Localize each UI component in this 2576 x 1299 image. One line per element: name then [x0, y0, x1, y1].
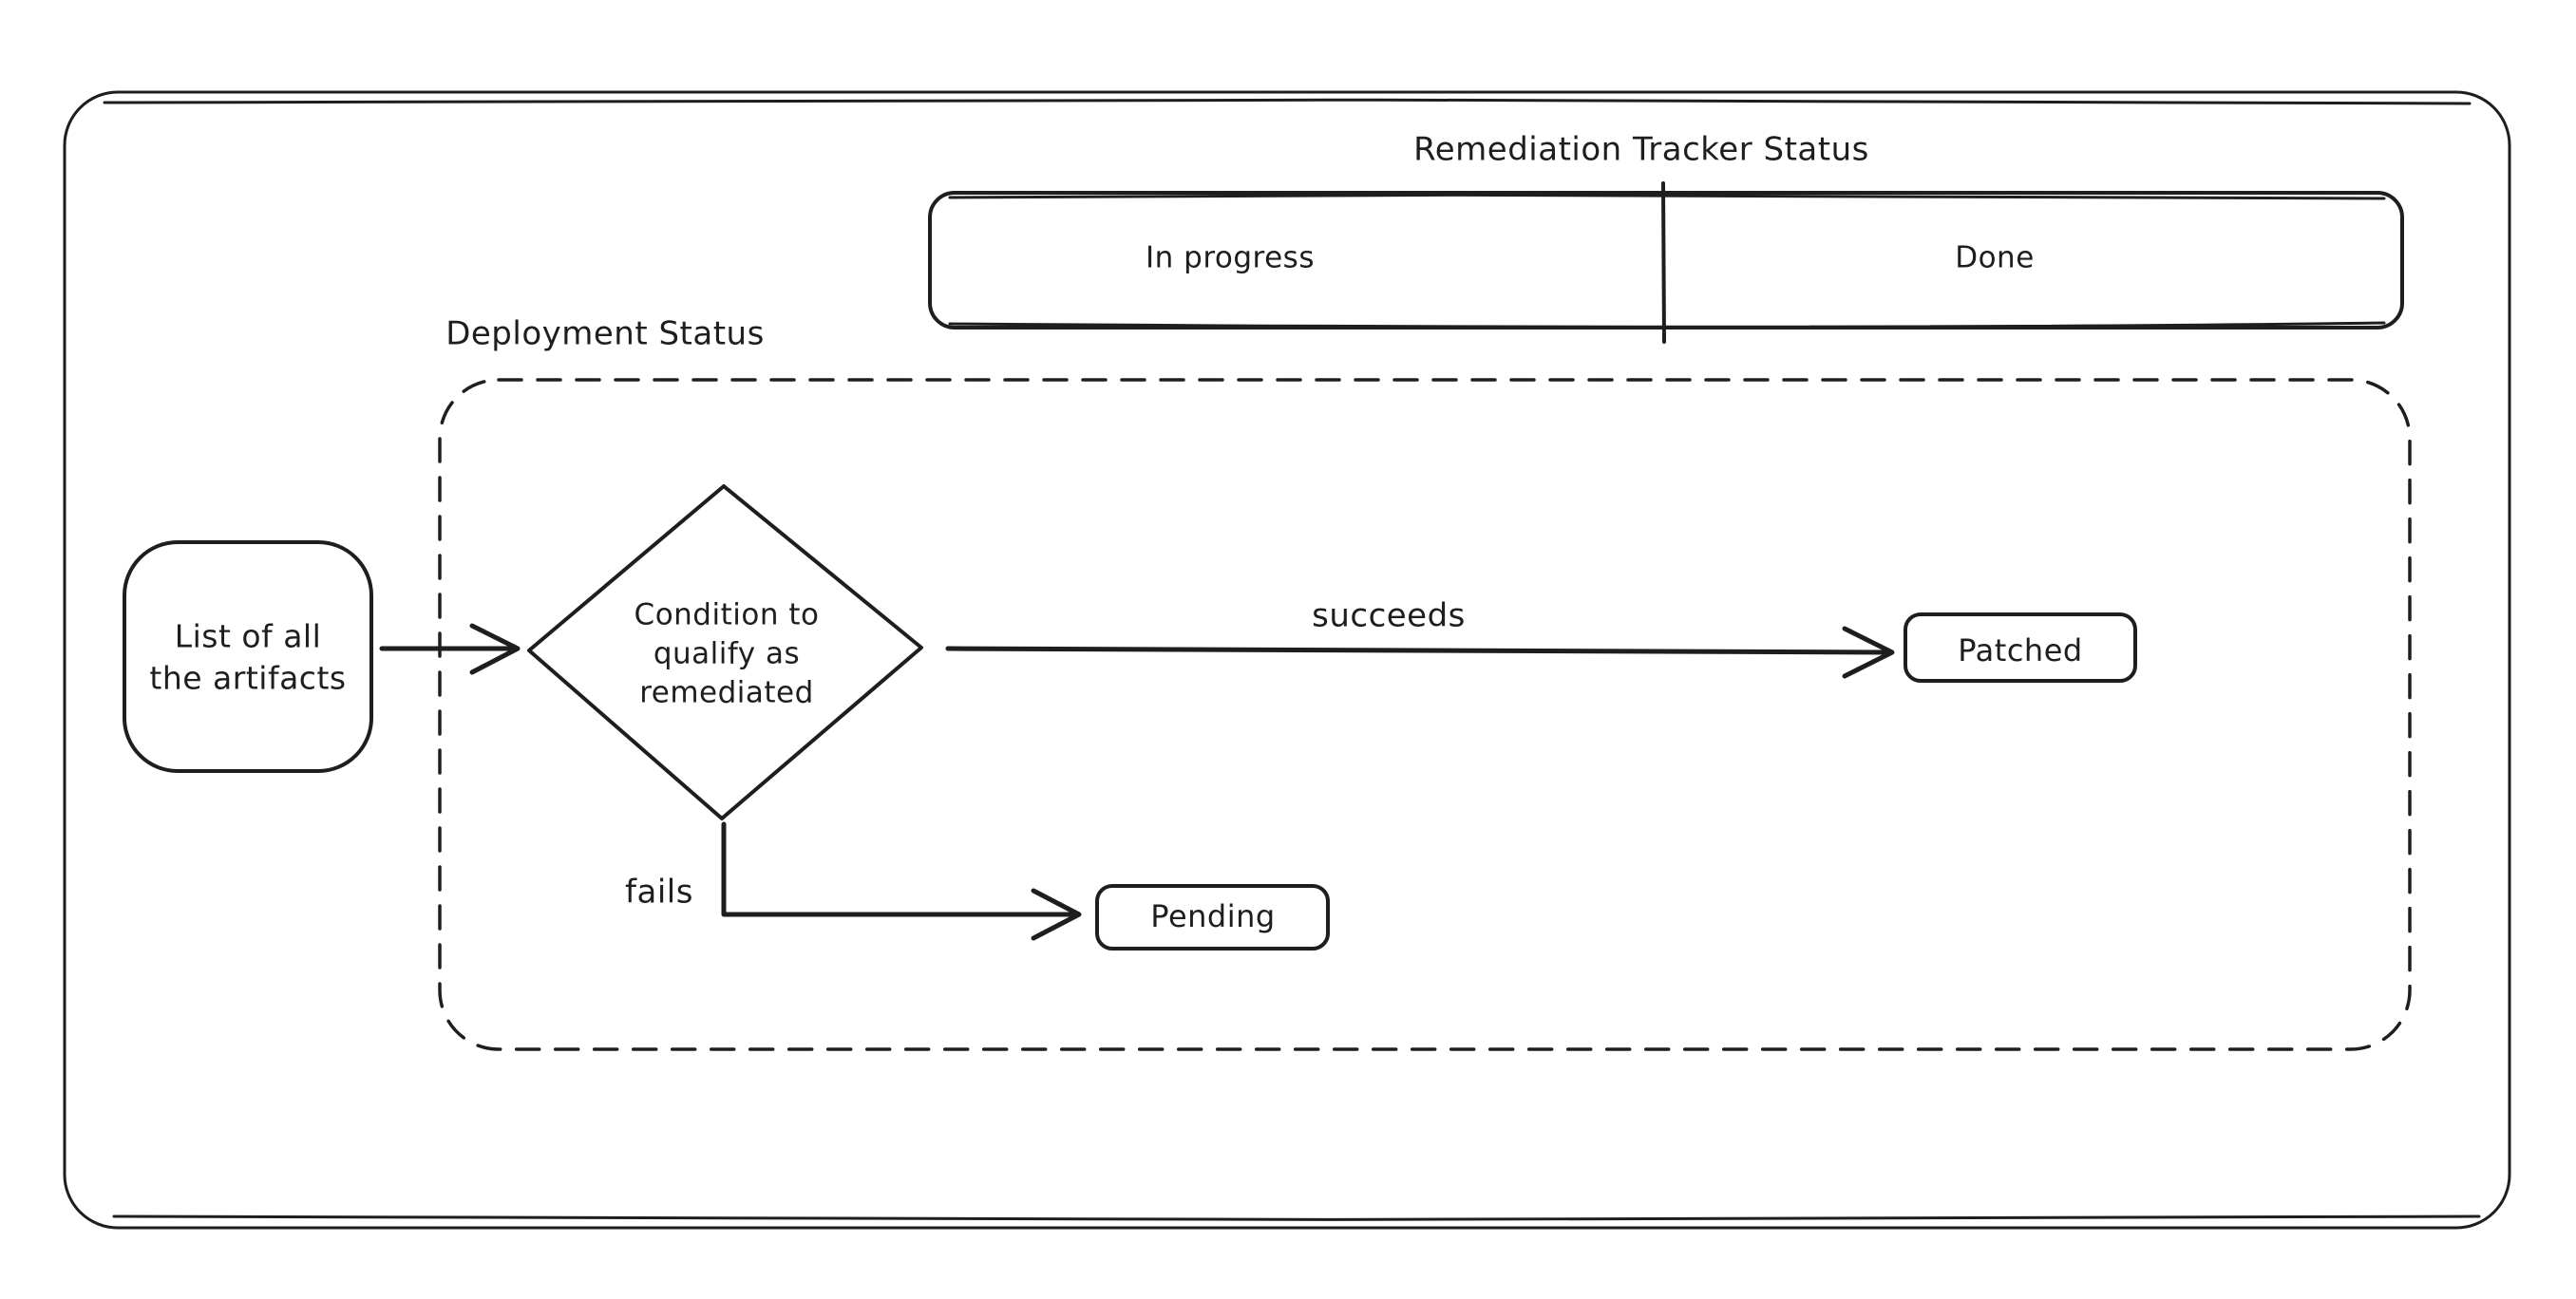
deployment-dashed-container [438, 378, 2412, 1051]
patched-node-label: Patched [1958, 631, 2083, 668]
arrow-fails [721, 821, 1078, 917]
tracker-table-bottom-overdraw [948, 321, 2386, 329]
pending-node [1095, 884, 1330, 951]
arrow-succeeds [945, 646, 1891, 655]
tracker-cell-done-label: Done [1955, 240, 2035, 275]
fails-edge-label: fails [625, 873, 693, 912]
condition-diamond-label: Condition to qualify as remediated [634, 597, 820, 710]
arrow-fails-head [1031, 888, 1082, 941]
outer-frame [63, 90, 2511, 1230]
pending-node-label: Pending [1150, 897, 1276, 934]
artifacts-node-label: List of all the artifacts [149, 617, 347, 696]
patched-node [1904, 612, 2137, 683]
tracker-cell-in-progress-label: In progress [1146, 240, 1315, 275]
diagram-title: Remediation Tracker Status [1413, 130, 1869, 169]
tracker-table-top-overdraw [948, 193, 2386, 200]
tracker-table-divider [1661, 181, 1666, 344]
outer-frame-top-overdraw [103, 98, 2472, 105]
succeeds-edge-label: succeeds [1312, 596, 1466, 635]
deployment-status-label: Deployment Status [445, 314, 765, 353]
arrow-succeeds-head [1842, 626, 1895, 679]
arrow-artifacts-to-condition-head [469, 623, 521, 675]
outer-frame-bottom-overdraw [112, 1214, 2481, 1221]
condition-diamond [527, 484, 923, 820]
artifacts-node [123, 540, 373, 773]
